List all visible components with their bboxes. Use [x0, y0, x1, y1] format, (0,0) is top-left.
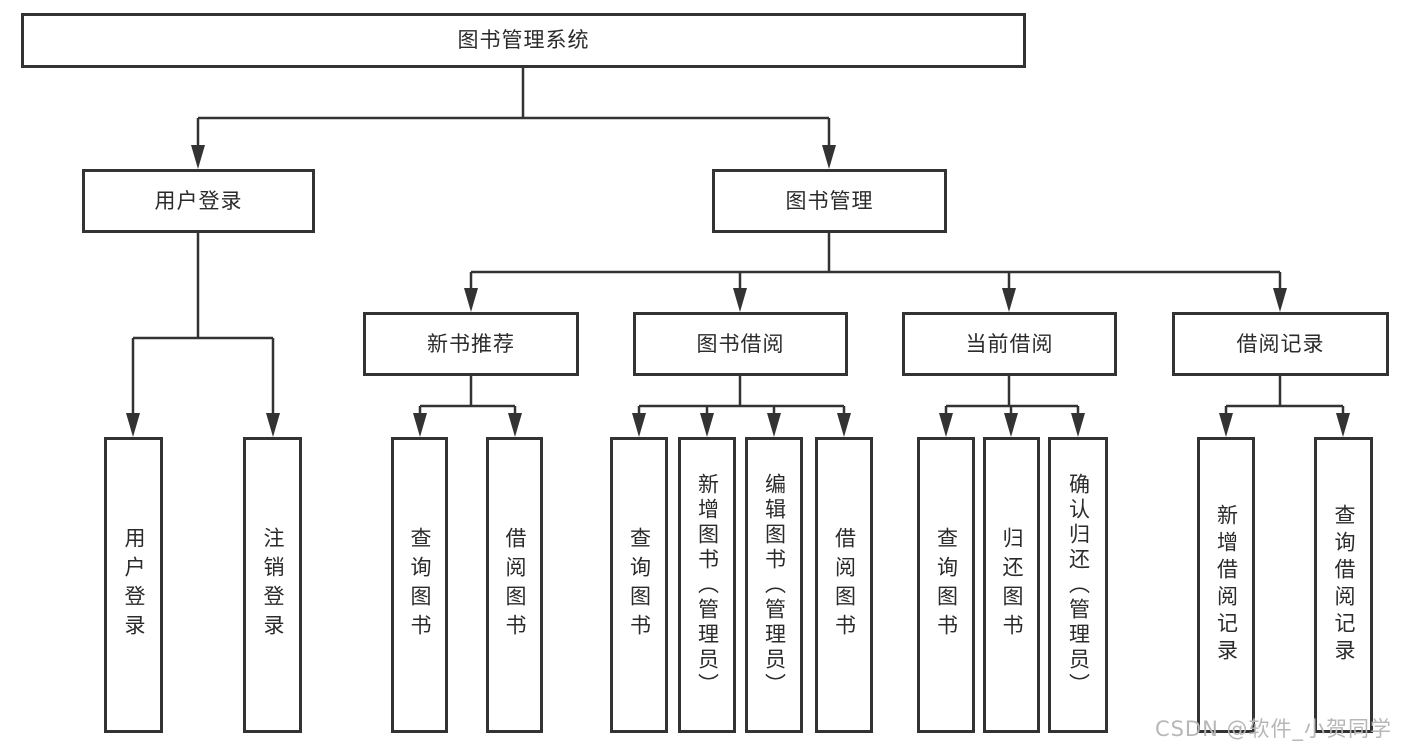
leaf-logout: 注销登录	[243, 437, 302, 733]
csdn-watermark: CSDN @软件_小贺同学	[1154, 717, 1392, 741]
leaf-query-books-current: 查询图书	[917, 437, 975, 733]
node-current-borrow: 当前借阅	[902, 312, 1117, 376]
node-book-borrow: 图书借阅	[633, 312, 848, 376]
node-borrow-records: 借阅记录	[1172, 312, 1389, 376]
leaf-user-login: 用户登录	[104, 437, 163, 733]
node-book-management: 图书管理	[712, 169, 947, 233]
node-user-login: 用户登录	[82, 169, 315, 233]
leaf-confirm-return-admin: 确认归还（管理员）	[1048, 437, 1108, 733]
arrowheads	[126, 145, 1350, 437]
node-new-book-recommend: 新书推荐	[363, 312, 579, 376]
leaf-add-book-admin: 新增图书（管理员）	[678, 437, 736, 733]
leaf-borrow-books: 借阅图书	[815, 437, 873, 733]
node-library-management-system: 图书管理系统	[21, 13, 1026, 68]
leaf-return-book: 归还图书	[983, 437, 1040, 733]
leaf-query-books-borrow: 查询图书	[610, 437, 668, 733]
leaf-add-borrow-record: 新增借阅记录	[1197, 437, 1255, 733]
leaf-query-books-recommend: 查询图书	[391, 437, 448, 733]
leaf-borrow-books-recommend: 借阅图书	[486, 437, 543, 733]
leaf-query-borrow-record: 查询借阅记录	[1314, 437, 1373, 733]
leaf-edit-book-admin: 编辑图书（管理员）	[745, 437, 803, 733]
